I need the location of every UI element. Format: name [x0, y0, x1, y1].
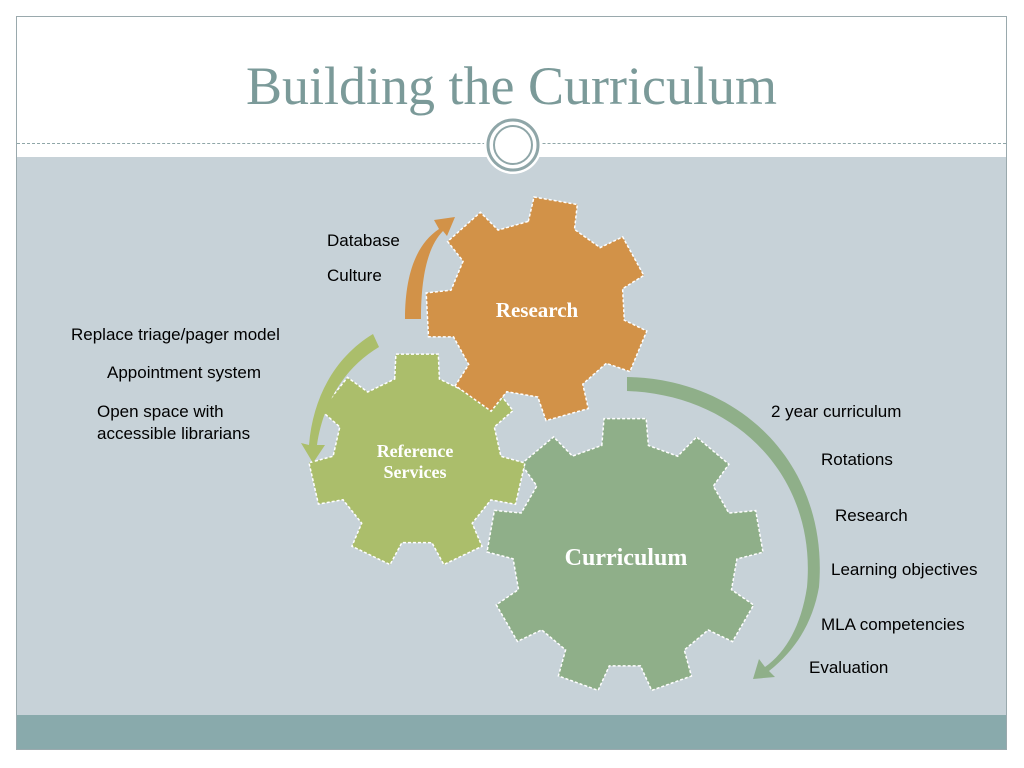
research-gear-label: Research	[496, 298, 579, 322]
slide-title: Building the Curriculum	[246, 56, 777, 116]
reference-label-accessible: accessible librarians	[97, 424, 251, 443]
curriculum-label-mla: MLA competencies	[821, 615, 965, 634]
curriculum-label-2-year: 2 year curriculum	[771, 402, 902, 421]
curriculum-arrow	[627, 377, 820, 679]
reference-label-appointment: Appointment system	[107, 363, 262, 382]
research-gear: Research	[425, 196, 648, 422]
research-label-culture: Culture	[327, 266, 382, 285]
footer-bar	[17, 715, 1006, 749]
research-label-database: Database	[327, 231, 400, 250]
slide: Building the Curriculum Curriculum Refer…	[16, 16, 1007, 750]
curriculum-label-rotations: Rotations	[821, 450, 893, 469]
curriculum-label-research: Research	[835, 506, 908, 525]
curriculum-label-evaluation: Evaluation	[809, 658, 889, 677]
reference-label-replace-triage: Replace triage/pager model	[71, 325, 280, 344]
reference-gear-label-line2: Services	[384, 462, 447, 482]
reference-label-open-space: Open space with	[97, 402, 224, 421]
reference-gear: Reference Services	[308, 353, 526, 566]
reference-gear-label-line1: Reference	[377, 441, 454, 461]
curriculum-label-learning-objectives: Learning objectives	[831, 560, 978, 579]
research-arrow	[405, 217, 455, 319]
curriculum-gear-label: Curriculum	[565, 545, 688, 571]
reference-arrow	[301, 334, 379, 463]
curriculum-gear: Curriculum	[486, 417, 764, 692]
gears-diagram: Curriculum Reference Services Research	[301, 196, 820, 692]
circle-ornament-icon	[484, 116, 542, 174]
